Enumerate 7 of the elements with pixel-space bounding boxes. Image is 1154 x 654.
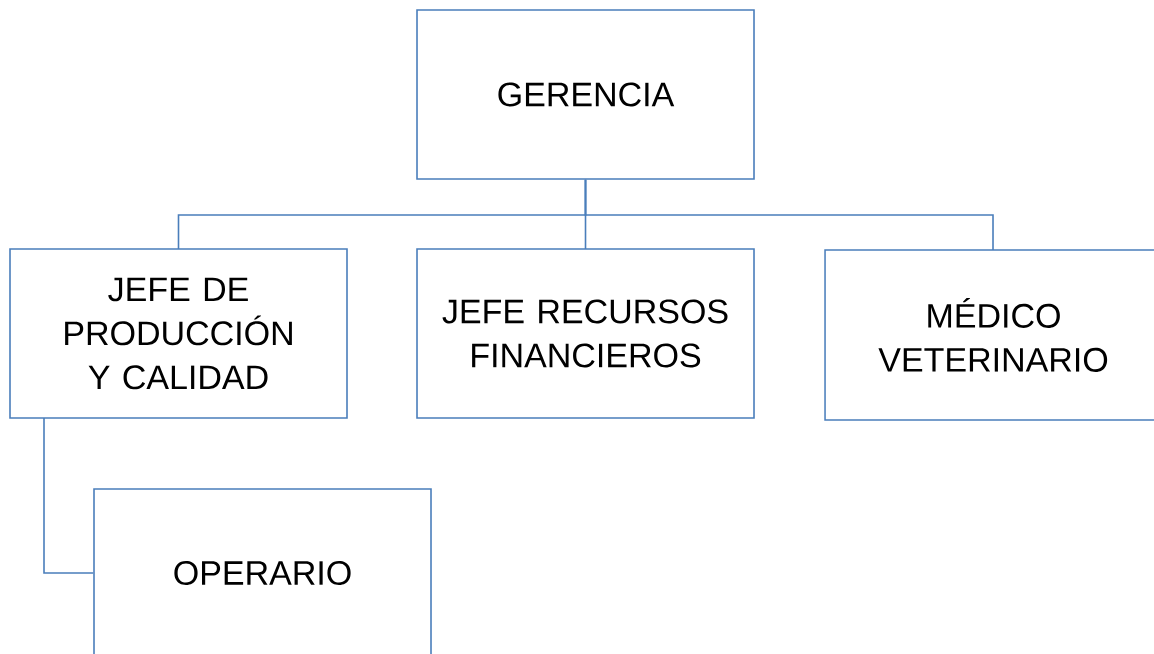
org-box: OPERARIO [93, 488, 432, 654]
connector-line [584, 179, 994, 251]
org-box: MÉDICO VETERINARIO [824, 249, 1154, 421]
connector-line [43, 417, 94, 574]
org-box: JEFE DE PRODUCCIÓN Y CALIDAD [9, 248, 348, 419]
org-box: JEFE RECURSOS FINANCIEROS [416, 248, 755, 419]
org-box: GERENCIA [416, 9, 755, 180]
